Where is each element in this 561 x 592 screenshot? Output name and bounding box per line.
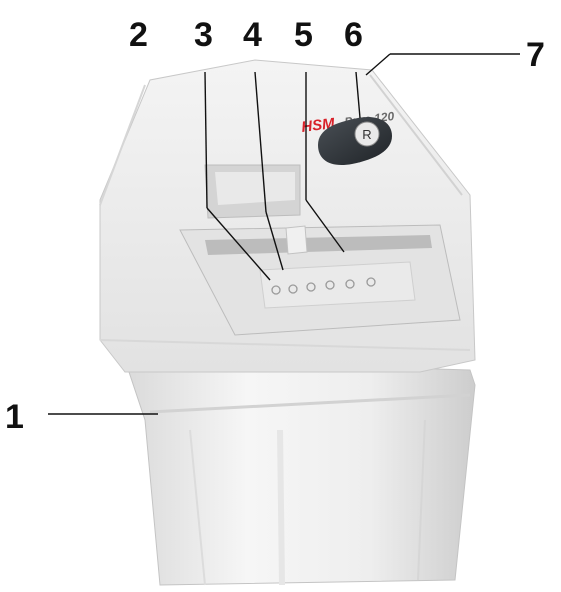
switch-reverse-label: R	[362, 127, 371, 142]
callout-5: 5	[294, 16, 313, 54]
leader-line-5b	[305, 199, 345, 253]
overheat-indicator-icon	[345, 279, 355, 289]
callout-4: 4	[243, 16, 262, 54]
leader-line-3	[204, 71, 208, 209]
bin-full-indicator-icon	[288, 284, 298, 294]
callout-1: 1	[5, 398, 24, 436]
top-opening	[204, 164, 301, 219]
callout-6: 6	[344, 16, 363, 54]
rocker-switch[interactable]: R	[318, 116, 392, 166]
leader-line-3b	[206, 207, 271, 281]
switch-reverse-button[interactable]	[354, 121, 380, 147]
leader-line-4b	[265, 211, 284, 271]
power-indicator-icon	[366, 277, 376, 287]
warning-indicator-icon	[271, 285, 281, 295]
callout-7: 7	[526, 36, 545, 74]
leader-line-7	[365, 53, 391, 76]
callout-3: 3	[194, 16, 213, 54]
waste-bin-body	[124, 359, 476, 586]
leader-line-6	[355, 71, 361, 119]
leader-lines	[48, 53, 520, 415]
door-open-indicator-icon	[306, 282, 316, 292]
indicator-strip	[259, 261, 416, 309]
leader-line-4	[254, 71, 267, 213]
callout-2: 2	[129, 16, 148, 54]
paper-jam-indicator-icon	[325, 280, 335, 290]
